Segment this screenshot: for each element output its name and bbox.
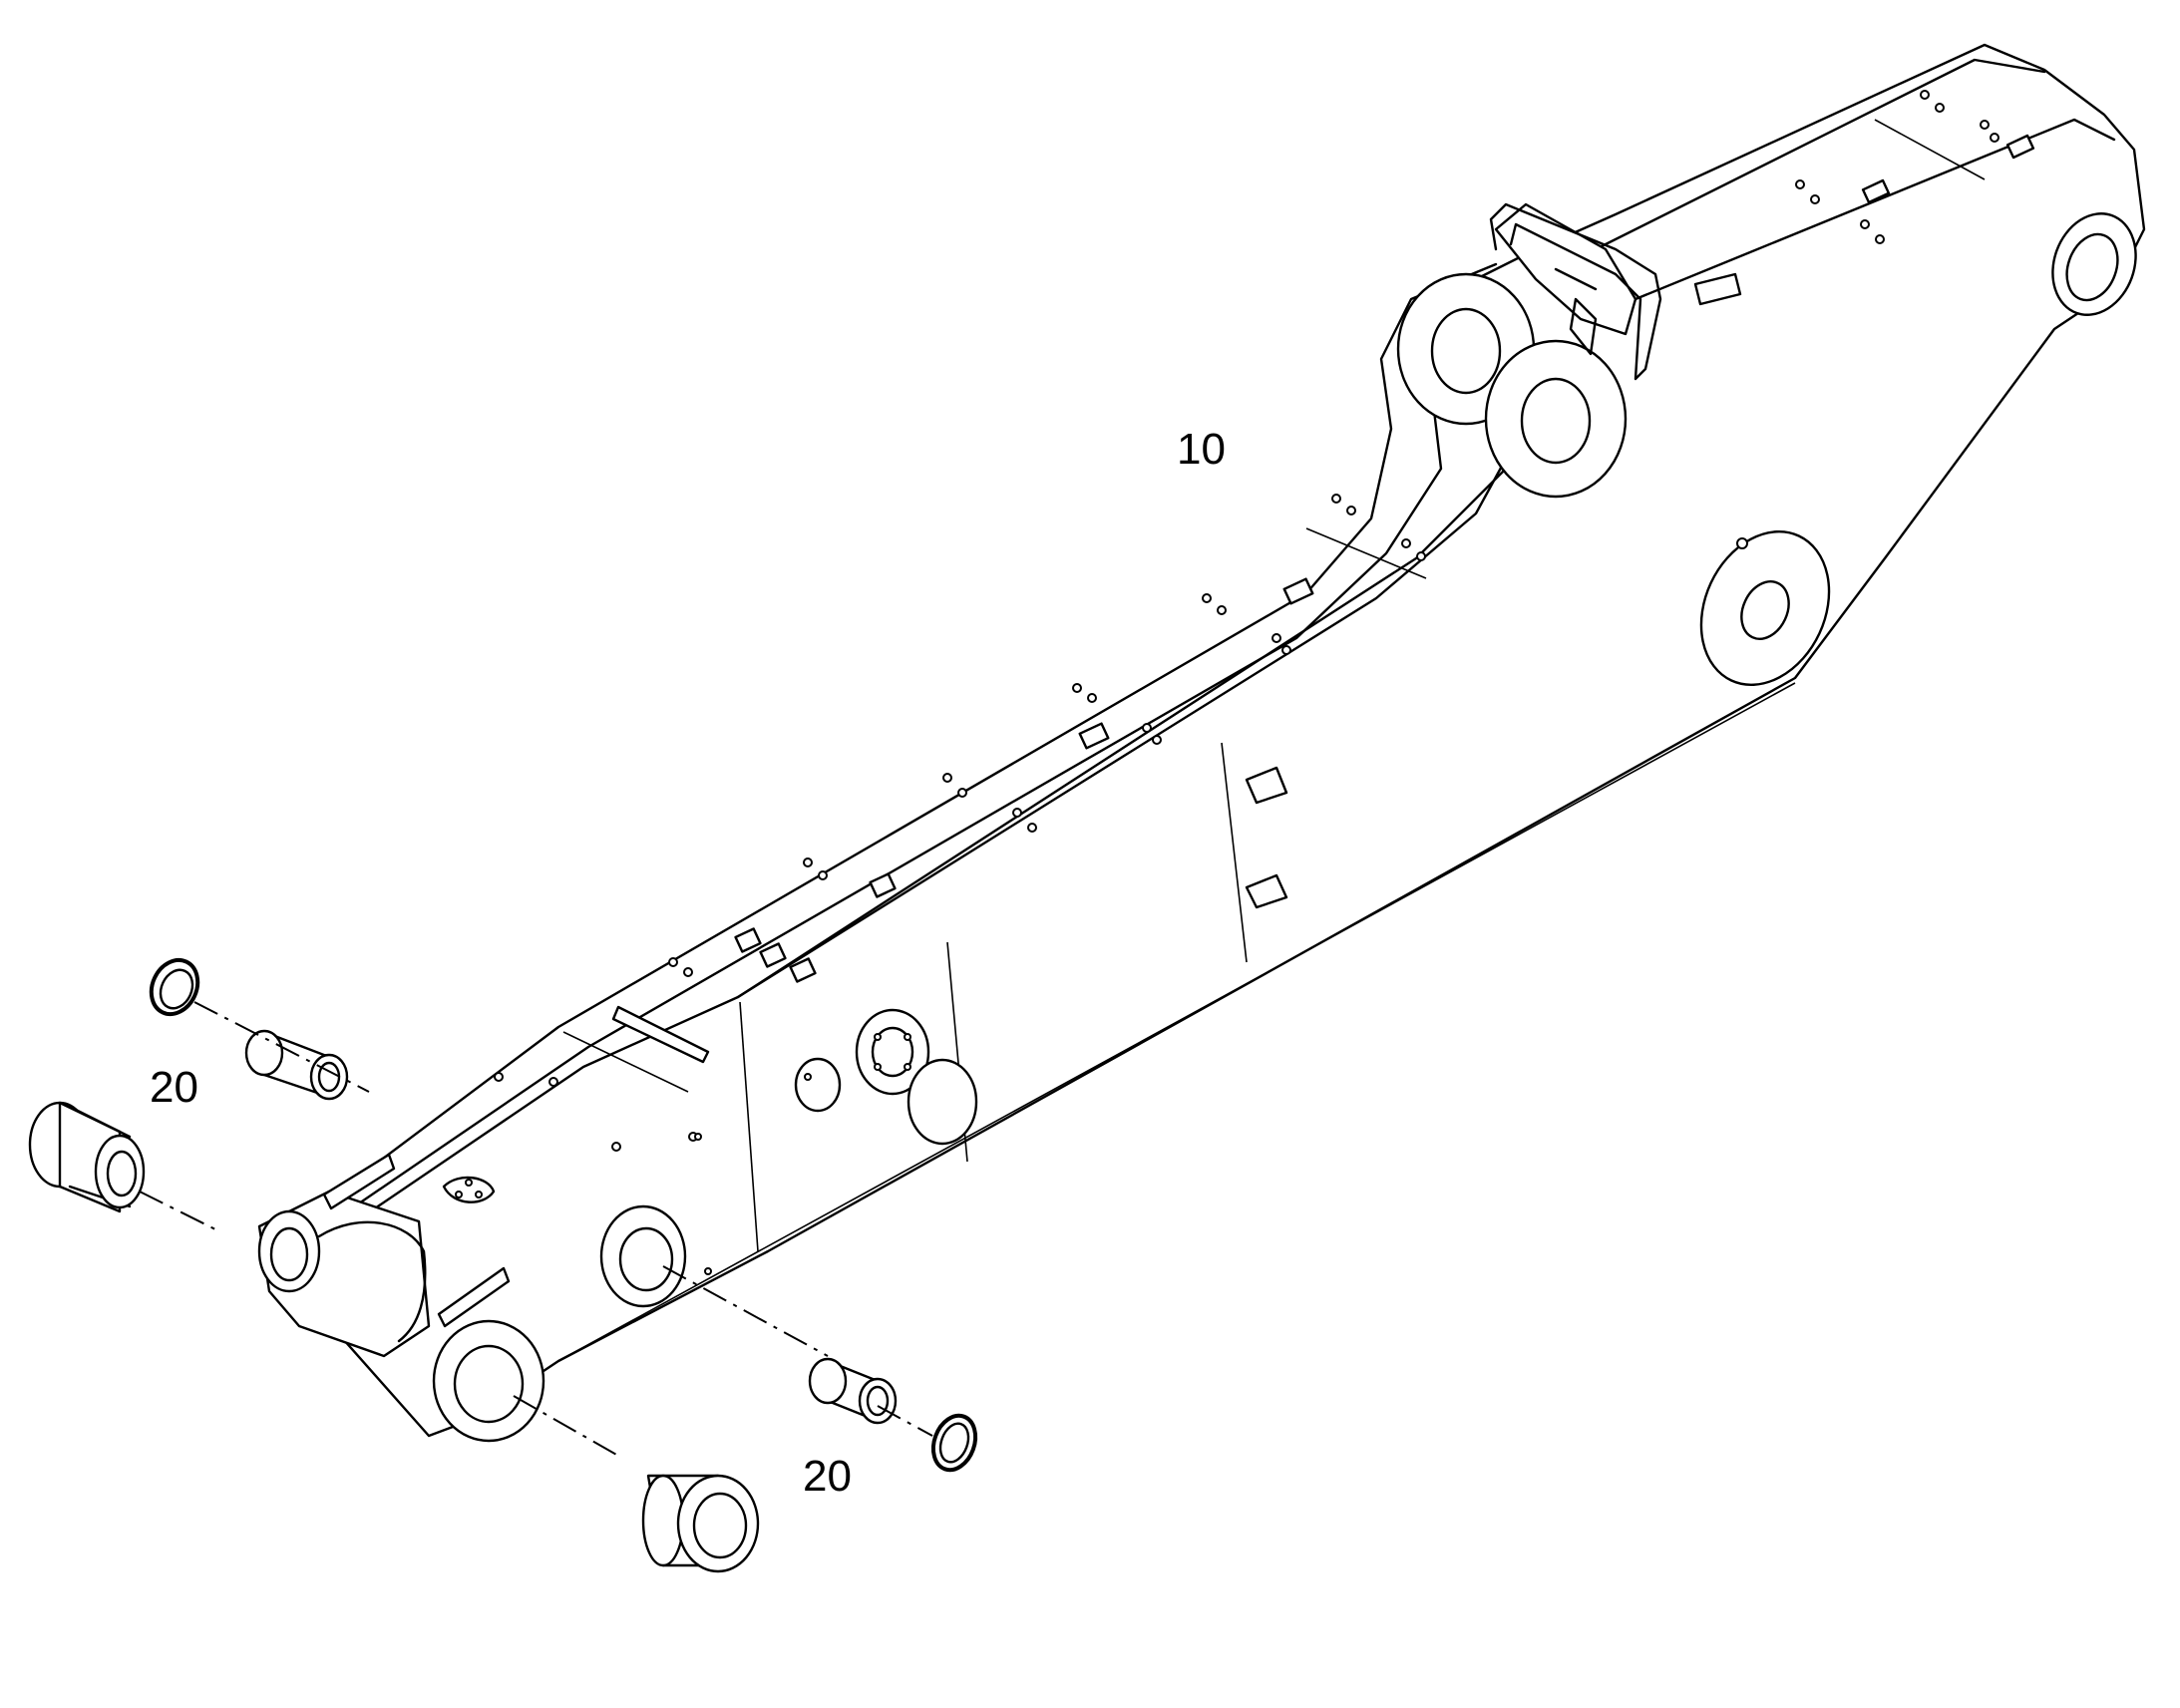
- top-flange-edge: [297, 262, 1498, 1223]
- callout-main-part: 10: [1177, 425, 1226, 474]
- flanged-bushing-right: [641, 1474, 760, 1573]
- upper-rail: [1594, 58, 2046, 251]
- arm-side-plate: [272, 43, 2146, 1438]
- link-knuckle: [1396, 202, 1637, 499]
- snap-ring-right: [930, 1413, 978, 1473]
- excavator-arm: [257, 43, 2146, 1443]
- flanged-bushing-left: [28, 1101, 146, 1213]
- top-cross-plate-1: [562, 1031, 689, 1093]
- side-plate-seam-3: [1221, 742, 1248, 963]
- upper-rail-lower: [1634, 118, 2116, 301]
- callout-bushing-right: 20: [803, 1452, 852, 1501]
- side-plate-bottom-edge: [557, 682, 1796, 1362]
- side-lug-1: [1245, 766, 1288, 805]
- top-cross-plate-3: [1874, 119, 1986, 180]
- side-lug-3: [1693, 272, 1742, 306]
- root-end: [257, 1133, 712, 1443]
- top-flange-inner-edge: [317, 457, 1508, 1248]
- snap-ring-left: [149, 957, 200, 1017]
- top-strip-plate: [611, 1005, 710, 1064]
- guard-handle: [1489, 202, 1662, 381]
- top-bolt-bosses: [494, 90, 1999, 1152]
- side-plate-seam-1: [739, 1001, 759, 1252]
- bushing-left-plain: [244, 1029, 349, 1101]
- side-bosses: [794, 1008, 978, 1146]
- top-pads: [734, 134, 2035, 983]
- bucket-end-boss: [2051, 212, 2137, 316]
- callout-bushing-left: 20: [150, 1063, 198, 1112]
- assembly-axis-lines: [139, 1001, 933, 1457]
- mid-pivot-boss: [1699, 529, 1831, 687]
- side-lug-2: [1245, 873, 1288, 909]
- bushing-right-plain: [808, 1357, 898, 1425]
- top-cross-plate-2: [1305, 527, 1427, 579]
